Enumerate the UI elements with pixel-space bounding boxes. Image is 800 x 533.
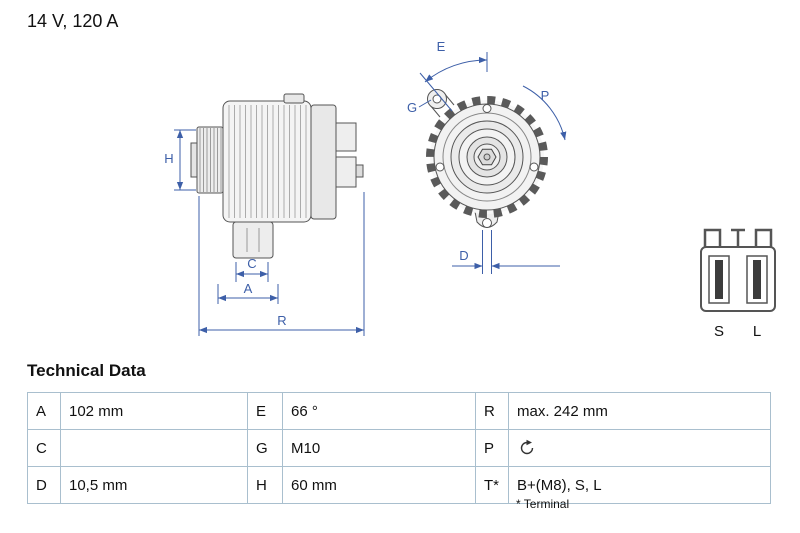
technical-drawing: H C A R — [164, 39, 776, 340]
table-row: D 10,5 mm H 60 mm T* B+(M8), S, L — [27, 466, 771, 504]
table-cell-value: 102 mm — [60, 392, 248, 430]
dimension-label-p: P — [541, 88, 550, 103]
table-cell-label: T* — [475, 466, 509, 504]
clockwise-rotation-icon — [520, 439, 534, 455]
rotation-direction-cell — [508, 429, 771, 467]
dimension-label-e: E — [437, 39, 446, 54]
dimension-label-r: R — [277, 313, 286, 328]
dimension-label-a: A — [244, 281, 253, 296]
table-cell-label: E — [247, 392, 283, 430]
technical-data-heading: Technical Data — [27, 361, 146, 380]
table-cell-value: 66 ° — [282, 392, 476, 430]
terminal-label-l: L — [753, 323, 761, 340]
dimension-label-h: H — [164, 151, 173, 166]
table-cell-value: max. 242 mm — [508, 392, 771, 430]
dimension-label-c: C — [247, 256, 256, 271]
dimension-label-d: D — [459, 248, 468, 263]
table-cell-label: P — [475, 429, 509, 467]
table-row: C G M10 P — [27, 429, 771, 467]
table-cell-value: B+(M8), S, L — [508, 466, 771, 504]
connector-diagram: S L — [700, 228, 776, 340]
table-cell-label: C — [27, 429, 61, 467]
alternator-front-view: E G P D — [407, 39, 567, 274]
table-cell-value: 10,5 mm — [60, 466, 248, 504]
table-cell-label: R — [475, 392, 509, 430]
table-cell-value: 60 mm — [282, 466, 476, 504]
terminal-footnote: * Terminal — [516, 497, 570, 511]
table-cell-value — [60, 429, 248, 467]
table-row: A 102 mm E 66 ° R max. 242 mm — [27, 392, 771, 430]
table-cell-label: D — [27, 466, 61, 504]
table-cell-label: A — [27, 392, 61, 430]
alternator-side-view: H C A R — [164, 93, 365, 336]
dimension-label-g: G — [407, 100, 417, 115]
table-cell-label: G — [247, 429, 283, 467]
technical-data-table: A 102 mm E 66 ° R max. 242 mm C G M10 P — [27, 392, 771, 504]
table-cell-value: M10 — [282, 429, 476, 467]
terminal-label-s: S — [714, 323, 724, 340]
table-cell-label: H — [247, 466, 283, 504]
product-rating: 14 V, 120 A — [27, 11, 119, 31]
